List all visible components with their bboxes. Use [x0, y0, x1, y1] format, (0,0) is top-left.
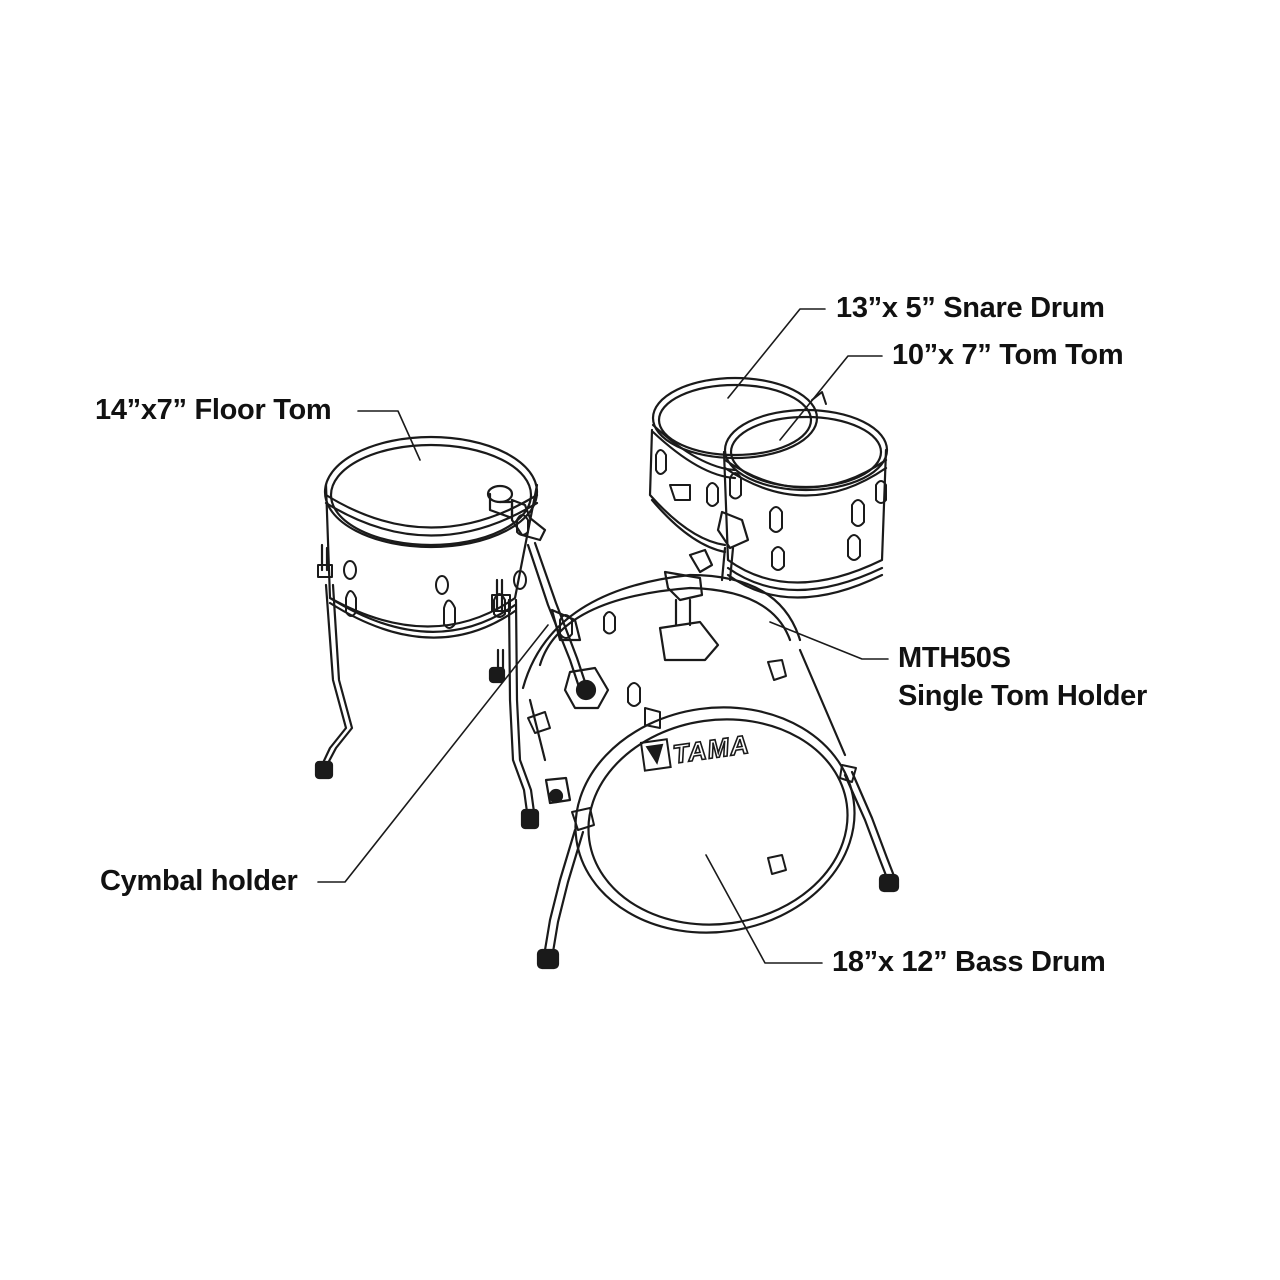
floor-tom-leg-right: [507, 598, 536, 814]
tom-holder-arm: [716, 510, 750, 550]
tom-tom-drawing: [722, 408, 889, 599]
leader-floor-tom: [357, 410, 421, 461]
snare-drum-shell: [648, 428, 727, 547]
leader-snare-drum: [727, 308, 826, 399]
floor-tom-foot-mid: [488, 666, 506, 684]
cymbal-holder-wingnut: [486, 484, 514, 504]
cymbal-holder-clamp: [510, 498, 547, 542]
floor-tom-leg-left: [320, 543, 354, 767]
floor-tom-label: 14”x7” Floor Tom: [95, 391, 332, 429]
snare-drum-lugs: [655, 391, 827, 507]
cymbal-holder-base-clamp: [563, 666, 610, 710]
tom-holder-base-plate: [658, 620, 720, 662]
bass-drum-label-text: 18”x 12” Bass Drum: [832, 946, 1106, 978]
tom-holder-label-model: MTH50S: [898, 642, 1011, 674]
floor-tom-foot-left: [314, 760, 334, 780]
leader-cymbal-holder: [317, 624, 549, 883]
tom-holder-label-desc: Single Tom Holder: [898, 680, 1147, 712]
floor-tom-foot-right: [520, 808, 540, 830]
snare-drum-label-text: 13”x 5” Snare Drum: [836, 292, 1105, 324]
bass-drum-spur-left: [543, 828, 585, 954]
bass-drum-foot-right: [878, 873, 900, 893]
leader-tom-tom: [779, 355, 883, 441]
cymbal-holder-label-text: Cymbal holder: [100, 865, 298, 897]
tom-tom-shell: [722, 448, 888, 584]
tom-holder-label: MTH50S Single Tom Holder: [898, 639, 1147, 715]
snare-drum-drawing: [648, 376, 827, 554]
tom-holder-drawing: [658, 510, 750, 662]
floor-tom-head: [323, 435, 539, 549]
bass-drum-shell: [521, 573, 802, 690]
tom-tom-label-text: 10”x 7” Tom Tom: [892, 339, 1124, 371]
tom-tom-label: 10”x 7” Tom Tom: [892, 336, 1124, 374]
bass-drum-foot-left: [536, 948, 560, 970]
bass-drum-spur-right: [843, 770, 896, 880]
bass-drum-label: 18”x 12” Bass Drum: [832, 943, 1106, 981]
floor-tom-drawing: [314, 435, 540, 830]
snare-drum-label: 13”x 5” Snare Drum: [836, 289, 1105, 327]
tom-tom-lugs: [729, 472, 887, 571]
tama-logo-text: TAMA: [671, 729, 752, 769]
tom-tom-head: [723, 408, 889, 492]
floor-tom-lugs: [317, 514, 529, 629]
bass-drum-claws: [527, 611, 857, 875]
floor-tom-label-text: 14”x7” Floor Tom: [95, 394, 332, 426]
cymbal-holder-label: Cymbal holder: [100, 862, 298, 900]
leader-bass-drum: [705, 854, 823, 964]
callout-leader-lines: [317, 308, 889, 964]
bass-drum-drawing: [521, 573, 900, 970]
tama-logo-emblem: [639, 738, 672, 772]
leader-tom-holder: [769, 621, 889, 660]
bass-drum-front-head: [574, 706, 856, 934]
